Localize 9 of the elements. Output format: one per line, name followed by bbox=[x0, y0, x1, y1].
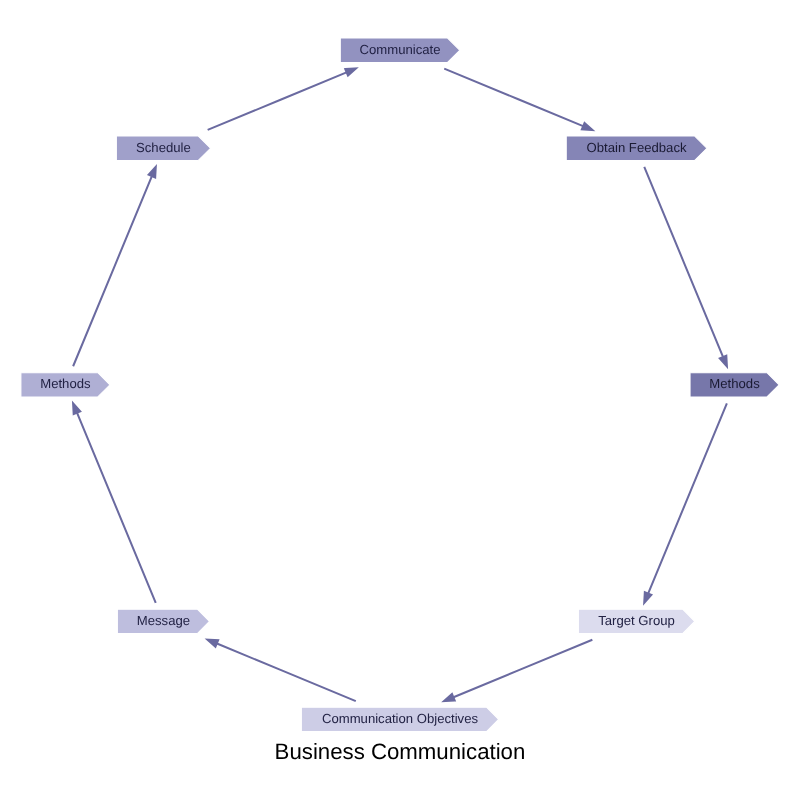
arrow bbox=[441, 637, 593, 702]
arrow bbox=[204, 637, 357, 701]
arrow bbox=[72, 162, 157, 366]
diagram-title: Business Communication bbox=[274, 740, 526, 765]
arrow bbox=[443, 66, 596, 131]
arrow bbox=[643, 165, 729, 369]
arrow bbox=[71, 399, 157, 603]
arrow bbox=[207, 66, 359, 130]
arrow bbox=[643, 402, 728, 605]
